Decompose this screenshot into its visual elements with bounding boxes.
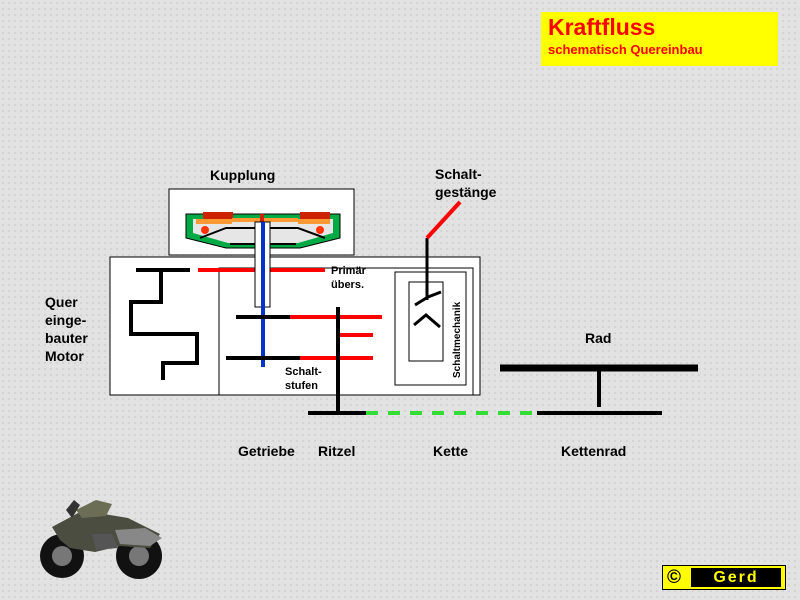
title-subtitle: schematisch Quereinbau <box>548 42 703 57</box>
label-primaer-line2: übers. <box>331 279 365 291</box>
label-motor: Quer einge- bauter Motor <box>45 293 88 365</box>
title-main: Kraftfluss <box>548 14 656 40</box>
label-kupplung: Kupplung <box>210 167 276 183</box>
label-schaltmechanik: Schaltmechanik <box>452 301 463 378</box>
label-rad: Rad <box>585 330 612 346</box>
label-kette: Kette <box>433 443 469 459</box>
motorcycle-illustration <box>40 500 162 579</box>
label-motor-line1: Quer <box>45 294 78 310</box>
label-schaltstufen: Schalt- stufen <box>285 365 322 393</box>
title-box: Kraftfluss schematisch Quereinbau <box>541 12 778 66</box>
shift-linkage-red <box>425 200 462 240</box>
label-schaltstufen-line2: stufen <box>285 380 318 392</box>
label-getriebe: Getriebe <box>238 443 295 459</box>
copyright-badge: © Gerd <box>662 565 786 590</box>
label-primaer-line1: Primär <box>331 265 366 277</box>
label-motor-line2: einge- <box>45 312 87 328</box>
shift-fork-lower <box>413 313 441 329</box>
label-schaltgestaenge-line2: gestänge <box>435 184 497 200</box>
gearbox-inner-box <box>218 267 474 396</box>
label-motor-line4: Motor <box>45 348 84 364</box>
label-ritzel: Ritzel <box>318 443 356 459</box>
label-schaltstufen-line1: Schalt- <box>285 366 322 378</box>
label-primaer: Primär übers. <box>331 264 366 292</box>
label-kettenrad: Kettenrad <box>561 443 627 459</box>
label-schaltgestaenge-line1: Schalt- <box>435 166 482 182</box>
copyright-symbol: © <box>667 567 681 588</box>
crankshaft-path <box>129 268 199 380</box>
label-motor-line3: bauter <box>45 330 88 346</box>
copyright-name: Gerd <box>691 568 781 587</box>
label-schaltgestaenge: Schalt- gestänge <box>435 165 496 201</box>
